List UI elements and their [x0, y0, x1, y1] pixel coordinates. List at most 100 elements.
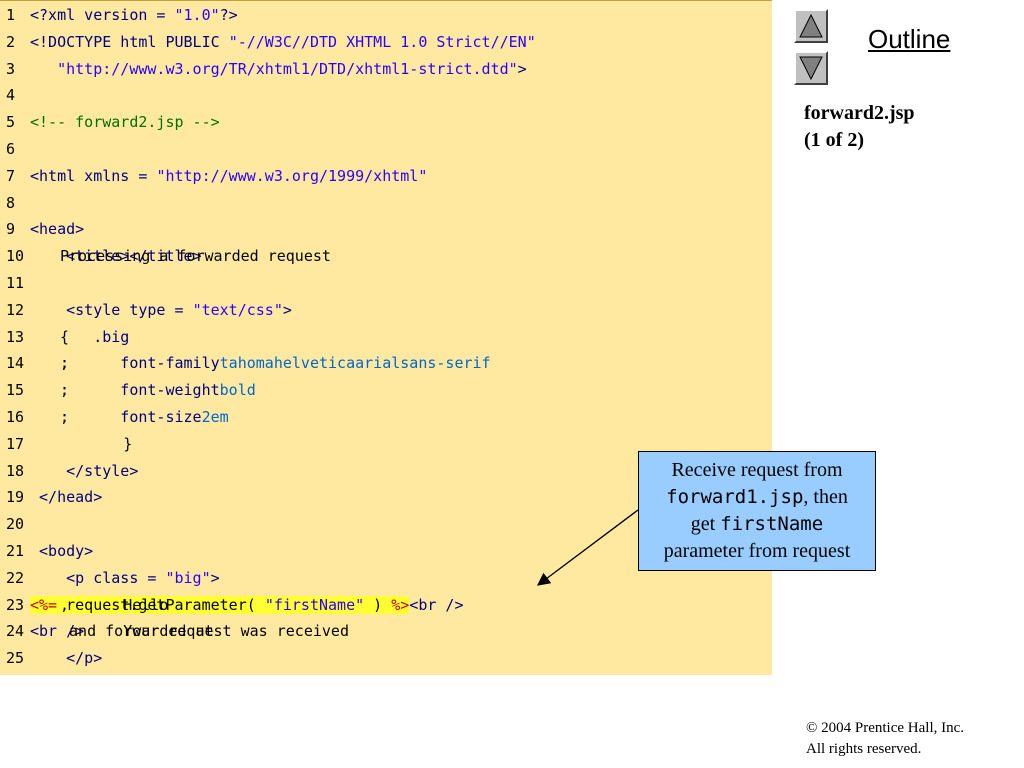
line-number: 16 [6, 408, 25, 426]
line-number: 25 [6, 649, 25, 668]
code-text: <head> [30, 216, 84, 243]
code-token: <!-- forward2.jsp --> [30, 113, 220, 132]
callout-line-2: forward1.jsp, then [639, 484, 875, 511]
code-text: <?xml version = "1.0"?> [30, 2, 238, 29]
line-number: 19 [6, 488, 25, 507]
line-number: 9 [6, 220, 16, 239]
code-token: request.getParameter( [57, 595, 265, 614]
code-token: <br /> [30, 622, 85, 641]
code-token: </title> [129, 247, 202, 266]
code-token: <style type = [30, 300, 193, 319]
callout-line-1: Receive request from [671, 459, 843, 481]
code-token: </p> [30, 649, 103, 668]
code-token: , [60, 354, 79, 373]
callout-then: , then [803, 486, 848, 508]
code-token: "firstName" [264, 595, 365, 614]
code-token: "-//W3C//DTD XHTML 1.0 Strict//EN" [228, 32, 536, 51]
next-slide-button[interactable] [794, 51, 828, 85]
slide-title-page: (1 of 2) [804, 129, 864, 151]
code-token: ; [60, 381, 70, 400]
code-token: ; [60, 408, 70, 426]
line-number: 23 [6, 595, 25, 614]
line-number: 15 [6, 381, 25, 400]
code-token: > [210, 568, 220, 587]
line-number: 12 [6, 300, 25, 319]
code-token: ?> [219, 6, 238, 24]
code-token: 2em [201, 408, 229, 426]
code-text: <p class = "big"> [30, 565, 220, 592]
copyright-notice: © 2004 Prentice Hall, Inc. All rights re… [806, 718, 964, 760]
code-token: font-size [30, 408, 202, 426]
code-token: <!DOCTYPE html PUBLIC [30, 32, 229, 51]
code-token: "http://www.w3.org/TR/xhtml1/DTD/xhtml1-… [30, 59, 518, 78]
code-token: : [60, 408, 79, 426]
code-token: > [282, 300, 292, 319]
previous-slide-button[interactable] [794, 9, 828, 43]
code-text: "http://www.w3.org/TR/xhtml1/DTD/xhtml1-… [30, 56, 527, 83]
code-text: <!-- forward2.jsp --> [30, 109, 220, 136]
code-token: "text/css" [192, 300, 283, 319]
code-text: Hello <%= request.getParameter( "firstNa… [30, 592, 464, 619]
code-token: <br /> [409, 595, 464, 614]
code-token: font-weight [30, 381, 220, 400]
code-text: font-size: 2em; [30, 404, 229, 431]
line-number: 7 [6, 166, 16, 185]
line-number: 18 [6, 461, 25, 480]
code-text: </head> [30, 484, 102, 511]
callout-box: Receive request from forward1.jsp, then … [638, 451, 876, 571]
line-number: 24 [6, 622, 25, 641]
callout-code-firstname: firstName [720, 513, 824, 535]
code-token: <%= [30, 595, 58, 614]
code-token: font-family [30, 354, 220, 373]
code-token: <?xml version = [30, 6, 175, 24]
outline-link[interactable]: Outline [868, 24, 951, 54]
code-token: <title> [30, 247, 130, 266]
code-text: .big { [30, 324, 138, 351]
code-token: .big [30, 327, 139, 346]
code-token: helvetica [273, 354, 356, 373]
code-token: , [60, 595, 79, 614]
code-token: %> [391, 595, 410, 614]
code-token: arial [355, 354, 401, 373]
code-text: <body> [30, 538, 93, 565]
code-text: </style> [30, 458, 138, 485]
code-token: Hello [60, 595, 178, 614]
line-number: 10 [6, 247, 25, 266]
code-token: "1.0" [174, 6, 220, 24]
code-token: </style> [30, 461, 139, 480]
code-token: <body> [30, 542, 94, 560]
code-token: > [517, 59, 527, 78]
code-token: , [60, 354, 79, 373]
line-number: 4 [6, 86, 16, 105]
code-token: <html xmlns = [30, 166, 157, 185]
slide-title-filename: forward2.jsp [804, 102, 915, 124]
code-token: ) [364, 595, 392, 614]
callout-code-forward1: forward1.jsp [666, 486, 804, 508]
code-text: font-family: tahoma, helvetica, arial, s… [30, 350, 491, 377]
line-number: 2 [6, 32, 16, 51]
copyright-line-1: © 2004 Prentice Hall, Inc. [806, 720, 965, 736]
code-text: <!DOCTYPE html PUBLIC "-//W3C//DTD XHTML… [30, 29, 536, 56]
line-number: 5 [6, 113, 16, 132]
code-listing: 1 <?xml version = "1.0"?> 2 <!DOCTYPE html … [0, 0, 772, 675]
slide-title: forward2.jsp (1 of 2) [804, 100, 915, 154]
code-token: "http://www.w3.org/1999/xhtml" [156, 166, 428, 185]
code-text: Your request was received <br /> and for… [30, 618, 349, 645]
line-number: 17 [6, 434, 25, 453]
line-number: 13 [6, 327, 25, 346]
code-text: <title>Processing a forwarded request</t… [30, 243, 331, 270]
code-token: sans-serif [400, 354, 491, 373]
callout-get: get [690, 513, 721, 535]
code-token: Processing a forwarded request [60, 247, 331, 266]
triangle-down-icon [799, 56, 823, 81]
code-token: } [60, 434, 133, 453]
code-token: "big" [165, 568, 211, 587]
line-number: 22 [6, 568, 25, 587]
line-number: 14 [6, 354, 25, 373]
line-number: 11 [6, 274, 25, 292]
code-text: <style type = "text/css"> [30, 297, 292, 324]
line-number: 1 [6, 6, 16, 24]
code-text: <html xmlns = "http://www.w3.org/1999/xh… [30, 163, 427, 190]
code-token: </head> [30, 488, 103, 507]
